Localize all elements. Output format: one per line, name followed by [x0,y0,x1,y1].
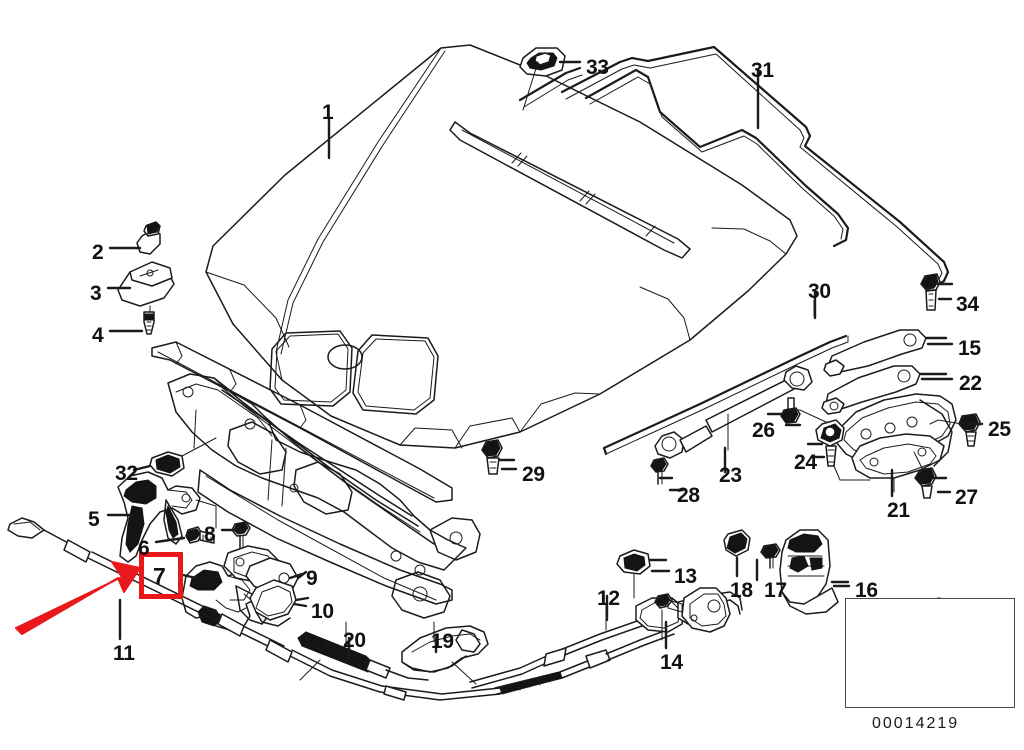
part-30-seal-rail [602,299,849,456]
part-23-gas-strut [650,365,813,485]
callout-34: 34 [956,293,979,316]
callout-14: 14 [660,651,683,674]
callout-25: 25 [988,418,1011,441]
callout-24: 24 [794,451,817,474]
callout-12: 12 [597,587,620,610]
callout-10: 10 [311,600,334,623]
highlight-arrow [15,561,141,635]
parts-16-17-18 [723,529,850,615]
vehicle-thumbnail-frame [845,598,1015,708]
hood-seal-31 [518,45,950,289]
callout-26: 26 [752,419,775,442]
clip-33 [519,47,566,111]
part-19-handle [401,621,489,685]
callout-33: 33 [586,56,609,79]
callout-leader-lines [106,60,984,656]
callout-27: 27 [955,486,978,509]
part-29-buffer [481,439,516,475]
callout-31: 31 [751,59,774,82]
highlighted-part-box[interactable] [139,552,183,599]
part-20-spring [297,621,429,681]
callout-23: 23 [719,464,742,487]
callout-30: 30 [808,280,831,303]
diagram-reference-number: 00014219 [872,715,960,732]
callout-11: 11 [113,642,135,665]
callout-5: 5 [88,508,100,531]
callout-15: 15 [958,337,981,360]
hood-panel [205,44,798,449]
part-12-cable [469,549,743,689]
callout-18: 18 [730,579,753,602]
callout-2: 2 [92,241,104,264]
callout-3: 3 [90,282,102,305]
front-end-carrier [151,341,481,619]
part-11-release-cable [7,517,675,701]
callout-29: 29 [522,463,545,486]
highlighted-part-label: 7 [153,563,166,589]
callout-13: 13 [674,565,697,588]
callout-17: 17 [764,579,787,602]
callout-32: 32 [115,462,138,485]
callout-21: 21 [887,499,910,522]
callout-22: 22 [959,372,982,395]
callout-6: 6 [138,537,150,560]
hood-insulation-strips [449,121,691,259]
part-5-release-lever [117,471,217,563]
callout-9: 9 [306,567,318,590]
part-10-bracket [249,579,310,627]
callout-1: 1 [322,101,334,124]
callout-8: 8 [204,523,216,546]
part-6-bolt [185,526,215,544]
hinge-assembly-right [787,273,982,499]
hinge-parts-left [117,221,175,335]
callout-4: 4 [92,324,104,347]
callout-16: 16 [855,579,878,602]
callout-28: 28 [677,484,700,507]
callout-19: 19 [431,630,454,653]
part-32-grommet [149,437,217,477]
callout-20: 20 [343,629,366,652]
